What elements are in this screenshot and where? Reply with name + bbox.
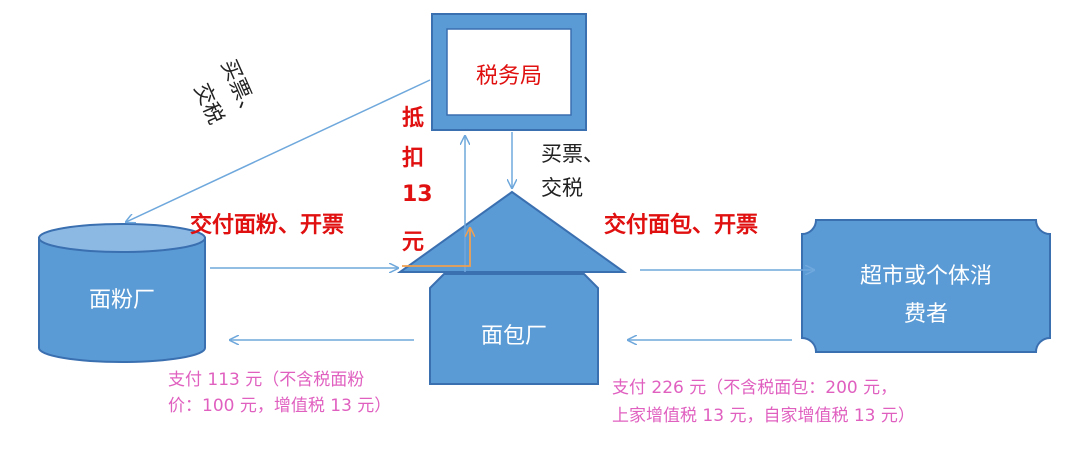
pay-bread-line2: 上家增值税 13 元，自家增值税 13 元）	[612, 406, 915, 426]
bakery-label: 面包厂	[480, 324, 547, 349]
consumer-label-line2: 费者	[903, 302, 948, 327]
deduct-char-2: 扣	[402, 146, 425, 171]
arrow-bureau-to-flour	[126, 79, 431, 222]
deduct-char-1: 抵	[402, 106, 425, 131]
bakery-house	[396, 190, 628, 385]
flour-mill-cylinder	[38, 223, 206, 363]
deduct-char-3: 13	[402, 182, 433, 207]
tax-bureau-box	[431, 13, 587, 131]
arrow-deduction	[402, 228, 470, 267]
pay-bread-line1: 支付 226 元（不含税面包：200 元，	[612, 378, 898, 398]
deliver-flour-label: 交付面粉、开票	[190, 213, 345, 238]
tax-bureau-label: 税务局	[475, 64, 542, 89]
consumer-label-line1: 超市或个体消	[859, 264, 992, 289]
deduct-char-4: 元	[402, 230, 425, 255]
pay-flour-line2: 价：100 元，增值税 13 元）	[168, 396, 392, 416]
buy-ticket-bakery-line1: 买票、	[541, 142, 604, 166]
deliver-bread-label: 交付面包、开票	[604, 213, 759, 238]
consumer-plaque	[801, 219, 1051, 353]
flour-mill-label: 面粉厂	[88, 288, 155, 313]
pay-flour-line1: 支付 113 元（不含税面粉	[168, 370, 365, 390]
buy-ticket-bakery-line2: 交税	[541, 176, 583, 200]
